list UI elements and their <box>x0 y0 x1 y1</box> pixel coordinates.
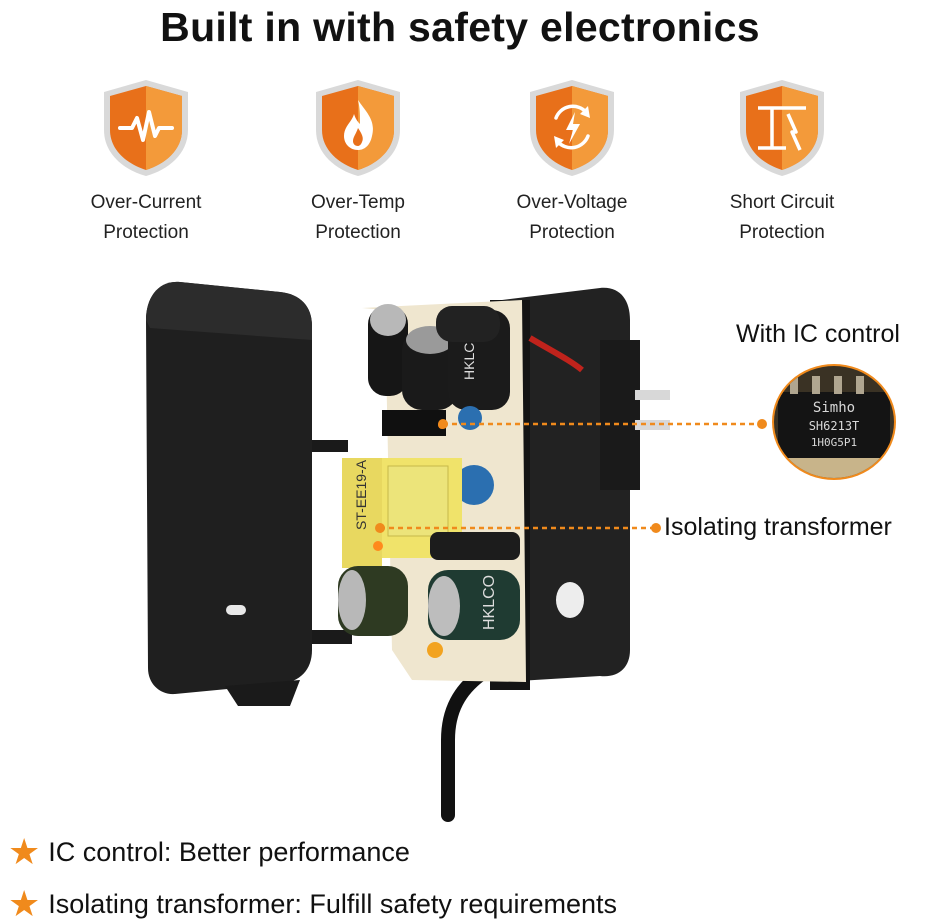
led-indicator <box>226 605 246 615</box>
ic-chip <box>382 410 446 436</box>
badge-label-1: Over-Temp <box>311 192 405 213</box>
badge-label-2: Protection <box>315 222 401 243</box>
pulse-icon <box>104 80 188 176</box>
power-adapter-illustration: HKLCO ST-EE19-A HKLCO <box>146 281 670 822</box>
badge-label-2: Protection <box>739 222 825 243</box>
list-item: ★ Isolating transformer: Fulfill safety … <box>8 882 617 922</box>
badge-label-2: Protection <box>103 222 189 243</box>
cycle-bolt-icon <box>530 80 614 176</box>
badge-label-2: Protection <box>529 222 615 243</box>
svg-text:HKLCO: HKLCO <box>461 332 477 380</box>
adapter-front-cover <box>146 281 352 706</box>
star-icon: ★ <box>8 831 41 872</box>
transformer-callout: Isolating transformer <box>664 513 892 541</box>
ic-control-callout: With IC control <box>736 320 900 348</box>
page-title: Built in with safety electronics <box>160 4 760 50</box>
bullet-text: Isolating transformer: Fulfill safety re… <box>48 888 617 919</box>
short-circuit-icon <box>740 80 824 176</box>
chip-lot: 1H0G5P1 <box>811 436 857 449</box>
plug-prong <box>635 390 670 400</box>
circuit-board: HKLCO ST-EE19-A HKLCO <box>338 300 526 682</box>
badge-label-1: Over-Current <box>90 192 202 213</box>
ic-zoom-circle: Simho SH6213T 1H0G5P1 <box>770 362 898 482</box>
star-icon: ★ <box>8 883 41 922</box>
svg-text:ST-EE19-A: ST-EE19-A <box>353 459 369 530</box>
list-item: ★ IC control: Better performance <box>8 830 617 874</box>
svg-text:HKLCO: HKLCO <box>481 575 498 630</box>
bullet-text: IC control: Better performance <box>48 836 410 867</box>
chip-model: SH6213T <box>809 419 860 433</box>
isolating-transformer: ST-EE19-A <box>342 458 462 568</box>
badge-label-1: Short Circuit <box>729 192 835 213</box>
badge-label-1: Over-Voltage <box>516 192 628 213</box>
chip-brand: Simho <box>813 400 855 416</box>
flame-icon <box>316 80 400 176</box>
feature-list: ★ IC control: Better performance ★ Isola… <box>8 830 617 922</box>
